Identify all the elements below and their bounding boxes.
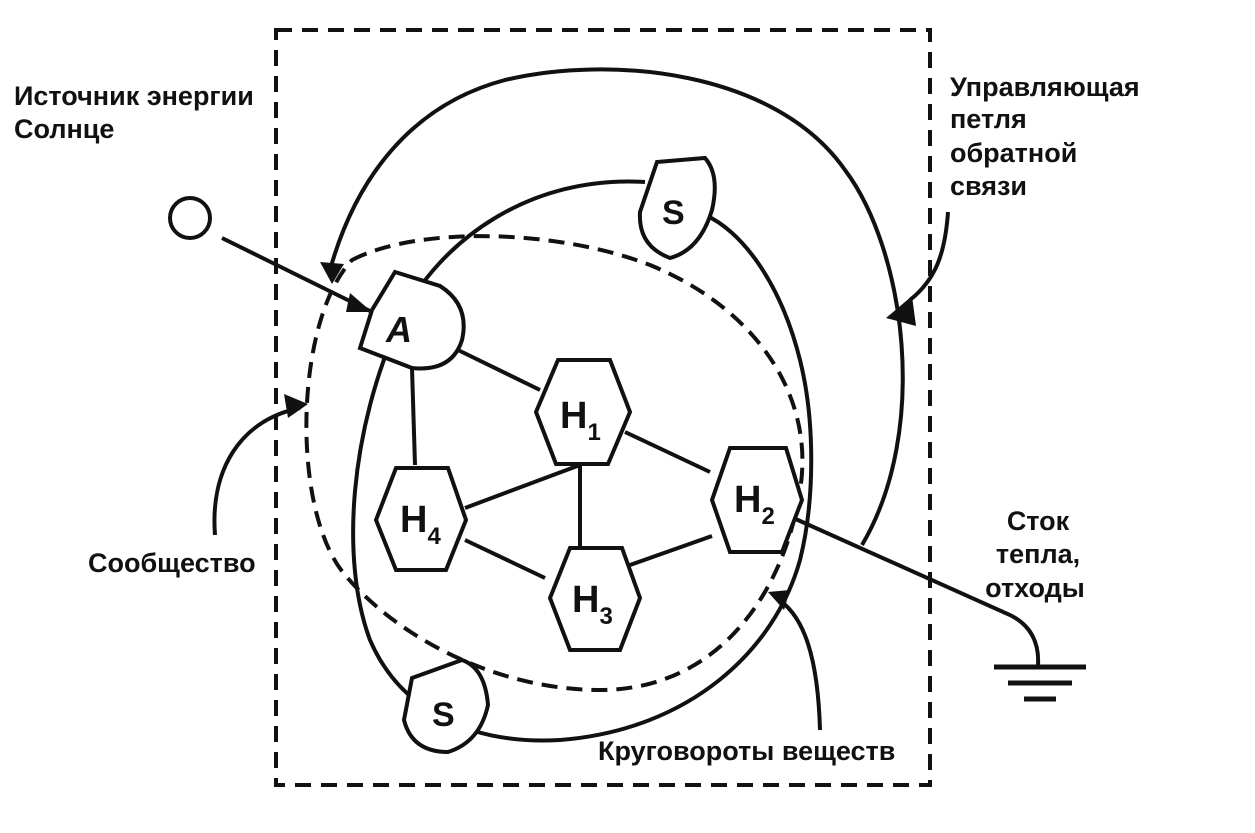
svg-text:H4: H4 [400,499,441,550]
feedback-loop-arrow-right [886,296,916,326]
autotroph-label: A [385,309,412,350]
community-pointer-arrowhead [284,394,308,418]
h2-subscript: 2 [761,503,774,530]
h1-subscript: 1 [587,419,600,446]
cycles-pointer-arrowhead [768,590,790,610]
energy-source-label-line1: Источник энергии [14,81,254,111]
feedback-loop-arrow-left [320,262,344,284]
saprotroph-node-top: S [637,155,717,261]
autotroph-node: A [357,269,466,371]
feedback-label-line2: петля [950,104,1027,134]
cycles-label: Круговороты веществ [598,736,895,766]
sink-label-line1: Сток [1007,506,1070,536]
h2-letter: H [734,479,761,521]
energy-source-label-line2: Солнце [14,114,114,144]
h4-letter: H [400,499,427,541]
heterotroph-node-h3: H3 [547,546,643,652]
food-web-edges [410,348,713,580]
sink-label-line2: тепла, [996,539,1080,569]
energy-flow-arrow [221,236,373,314]
community-pointer [212,406,301,536]
community-label: Сообщество [88,548,256,578]
ecosystem-boundary [274,28,932,787]
saprotroph-node-bottom: S [401,657,491,755]
feedback-loop [328,67,905,547]
svg-text:H3: H3 [572,579,613,630]
cycles-pointer [774,596,822,731]
feedback-label-line4: связи [950,171,1027,201]
feedback-label-line1: Управляющая [950,72,1140,102]
svg-text:H1: H1 [560,395,601,446]
h3-subscript: 3 [599,603,612,630]
saprotroph-top-label: S [662,194,685,232]
h4-subscript: 4 [427,523,441,550]
heterotroph-node-h2: H2 [709,446,805,554]
heterotroph-node-h4: H4 [373,466,469,572]
h3-letter: H [572,579,599,621]
heterotroph-node-h1: H1 [533,358,633,466]
saprotroph-bottom-label: S [432,696,455,734]
feedback-label-line3: обратной [950,138,1077,168]
feedback-pointer [908,211,950,302]
heat-sink-line [779,510,1041,666]
community-boundary [304,234,805,693]
sink-label-line3: отходы [985,573,1085,603]
svg-text:H2: H2 [734,479,775,530]
sun-icon [168,196,212,240]
h1-letter: H [560,395,587,437]
energy-flow-arrowhead [346,293,372,312]
